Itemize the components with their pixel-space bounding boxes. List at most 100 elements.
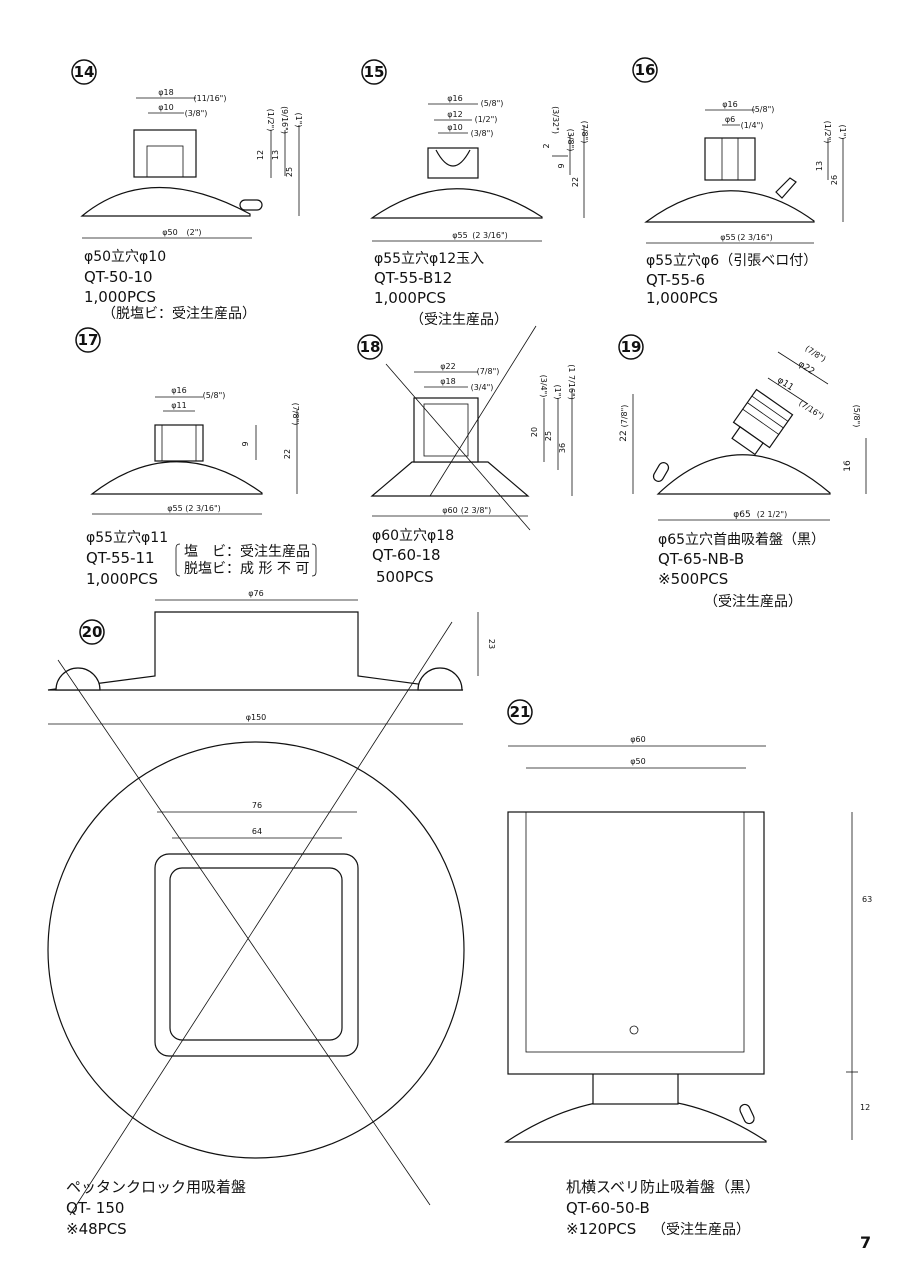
item-number: 15 — [364, 63, 385, 81]
dim-h2-inch: (9/16") — [280, 106, 289, 134]
angled-stem — [731, 388, 794, 456]
dim-a-inch: (7/8") — [477, 367, 500, 376]
dim-h2: 26 — [830, 175, 839, 185]
dim-h2-inch: (7/8") — [291, 403, 300, 426]
vent-hole — [629, 1025, 639, 1035]
item-16: 16 φ16 (5/8") φ6 (1/4") φ55 (2 3/16") 13… — [632, 57, 847, 307]
suction-cup-drawing — [370, 325, 573, 531]
discontinued-mark — [385, 363, 531, 531]
page-number: 7 — [860, 1233, 871, 1252]
dim-h1-inch: (3/4") — [539, 375, 548, 398]
left-tab — [55, 667, 101, 691]
caption-qty: 500PCS — [376, 568, 434, 586]
cup-body — [370, 461, 530, 497]
caption-qty: ※120PCS — [566, 1220, 636, 1238]
cup-profile — [47, 611, 464, 691]
dim-base-inch: (2 1/2") — [757, 510, 787, 519]
dim-outer-inch: (11/16") — [194, 94, 227, 103]
dim-h3: 25 — [285, 167, 294, 177]
dim-h3: 22 — [571, 177, 580, 187]
dim-base: φ150 — [246, 713, 267, 722]
suction-cup-drawing — [370, 103, 585, 242]
caption-line-1: φ55立穴φ6（引張ベロ付） — [646, 253, 817, 269]
dim-h3: 36 — [558, 443, 567, 453]
dim-base: φ55 — [452, 231, 467, 240]
item-number-circle — [71, 59, 97, 85]
caption-model: QT- 150 — [66, 1199, 124, 1217]
dim-base-inch: (2 3/16") — [185, 504, 221, 513]
dim-h2-inch: (1") — [553, 384, 562, 399]
caption-model: QT-65-NB-B — [658, 550, 744, 568]
dim-a-inch: (7/8") — [803, 344, 827, 364]
right-tab — [417, 667, 463, 691]
item-number: 17 — [78, 331, 99, 349]
caption-line-1: 机横スベリ防止吸着盤（黒） — [566, 1178, 760, 1196]
caption-model: QT-55-6 — [646, 271, 705, 289]
caption-qty: 1,000PCS — [646, 289, 718, 307]
dim-inner: φ50 — [630, 757, 645, 766]
item-21: 21 φ60 φ50 63 12 机横スベリ防止吸着盤（黒） QT-60-50-… — [504, 699, 872, 1238]
caption-line-1: φ60立穴φ18 — [372, 528, 454, 544]
caption-note: （受注生産品） — [652, 1222, 750, 1238]
dim-h2: 9 — [557, 163, 566, 168]
dim-base: φ55 — [167, 504, 182, 513]
dim-h1: 22 — [619, 430, 629, 441]
discontinued-mark — [57, 659, 431, 1206]
caption-note: （受注生産品） — [410, 312, 508, 328]
suction-cup-drawing — [632, 351, 867, 521]
tab — [652, 462, 670, 482]
dim-a: φ22 — [440, 362, 455, 371]
dim-a-inch: (5/8") — [752, 105, 775, 114]
stem-hole — [146, 145, 184, 178]
stem — [133, 129, 197, 178]
suction-cup-top-view — [47, 621, 465, 1216]
item-number-circle — [632, 57, 658, 83]
dim-h2: 25 — [544, 431, 553, 441]
dim-outer: φ18 — [158, 88, 173, 97]
item-number: 20 — [82, 623, 103, 641]
caption-qty: ※500PCS — [658, 570, 728, 588]
dim-h3-inch: (7/8") — [580, 121, 589, 144]
dim-h1: 13 — [815, 161, 824, 171]
dim-h2: 13 — [271, 150, 280, 160]
suction-cup-side-view — [47, 599, 479, 725]
dim-a: φ16 — [171, 386, 186, 395]
caption-line-1: φ50立穴φ10 — [84, 249, 166, 265]
dim-h1: 2 — [542, 143, 551, 148]
outer-circle — [47, 741, 465, 1159]
dim-a: φ16 — [447, 94, 462, 103]
item-17: 17 φ16 (5/8") φ11 φ55 (2 3/16") 9 22 (7/… — [75, 327, 317, 588]
dim-inner-square: 64 — [252, 827, 262, 836]
dim-b-inch: (1/2") — [475, 115, 498, 124]
dim-base: φ60 — [442, 506, 457, 515]
caption-qty: ※48PCS — [66, 1220, 127, 1238]
dim-b: φ6 — [725, 115, 735, 124]
dim-h1: 63 — [862, 895, 872, 904]
dim-b: φ11 — [775, 375, 795, 393]
dim-base: φ50 — [162, 228, 177, 237]
item-number-circle — [507, 699, 533, 725]
cup-body — [90, 461, 263, 495]
caption-qty: 1,000PCS — [84, 288, 156, 306]
dim-h2-inch: (1") — [838, 124, 847, 139]
dim-h1-inch: (1/2") — [266, 109, 275, 132]
item-number-circle — [618, 334, 644, 360]
item-number: 21 — [510, 703, 531, 721]
neck — [592, 1071, 679, 1105]
dim-h1-inch: (3/32") — [551, 106, 560, 134]
dim-outer: φ60 — [630, 735, 645, 744]
dim-h2: 16 — [843, 460, 853, 472]
item-number-circle — [75, 327, 101, 353]
stem — [427, 147, 479, 179]
dim-a-inch: (5/8") — [481, 99, 504, 108]
item-number-circle — [361, 59, 387, 85]
item-number: 18 — [360, 338, 381, 356]
caption-model: QT-55-11 — [86, 549, 155, 567]
dim-top: φ76 — [248, 589, 263, 598]
stem-hole — [423, 403, 469, 457]
dim-b: φ11 — [171, 401, 186, 410]
dim-b-inch: (1/4") — [741, 121, 764, 130]
cup-body — [656, 454, 831, 495]
cup-body — [370, 188, 543, 219]
